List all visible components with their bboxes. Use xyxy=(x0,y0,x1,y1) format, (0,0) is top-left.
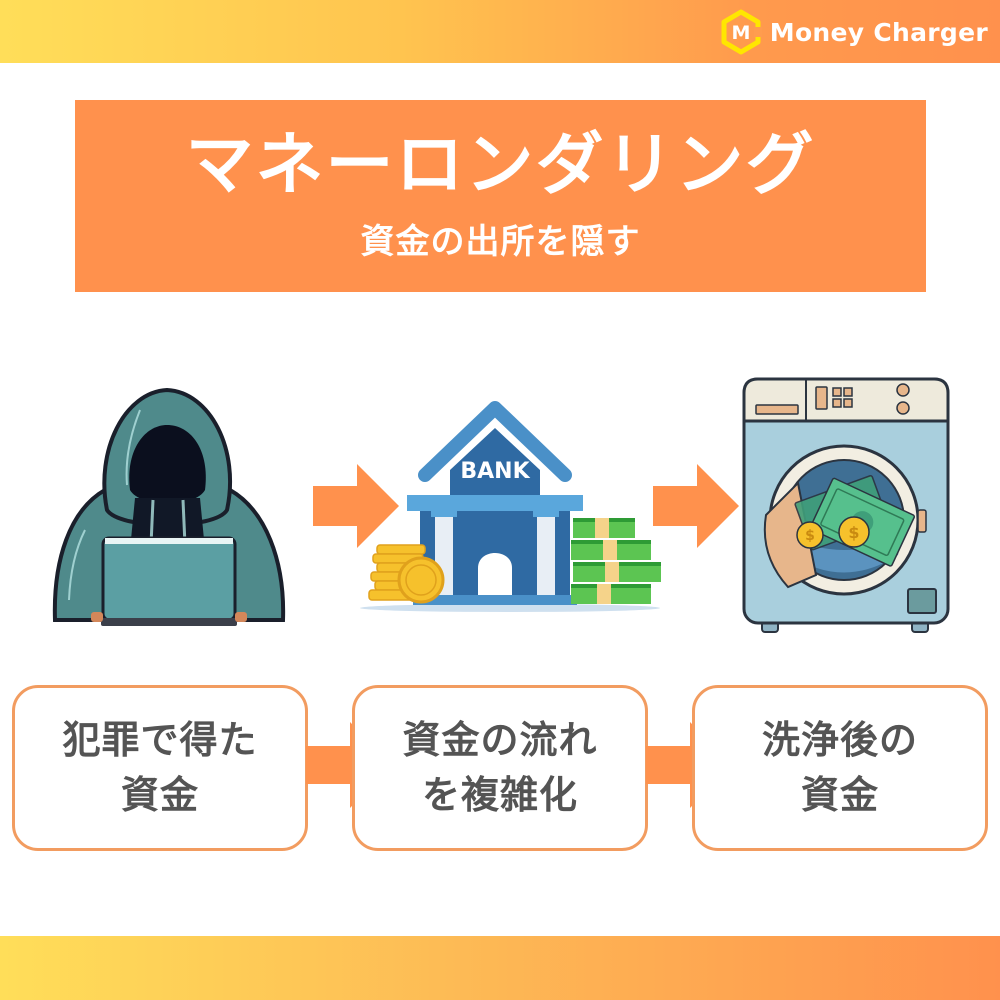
bank-icon: BANK xyxy=(355,400,665,615)
svg-text:$: $ xyxy=(848,523,859,542)
hexagon-m-logo-icon: M xyxy=(718,9,764,55)
brand-logo[interactable]: M Money Charger xyxy=(718,9,988,55)
footer-bar xyxy=(0,936,1000,1000)
svg-text:BANK: BANK xyxy=(460,459,530,484)
arrow-right-icon xyxy=(653,464,739,548)
step-text: 犯罪で得た xyxy=(62,717,258,762)
step-box-criminal-funds: 犯罪で得た 資金 xyxy=(12,685,308,851)
step-box-complicate-flow: 資金の流れ を複雑化 xyxy=(352,685,648,851)
washing-machine-icon: $ $ xyxy=(740,375,952,637)
header-bar: M Money Charger xyxy=(0,0,1000,63)
page-title: マネーロンダリング xyxy=(185,126,816,206)
arrow-right-icon xyxy=(313,464,399,548)
svg-text:M: M xyxy=(731,22,750,44)
page-subtitle: 資金の出所を隠す xyxy=(360,221,641,262)
step-text: 資金 xyxy=(800,773,879,817)
step-text: 資金の流れ xyxy=(402,717,598,762)
step-box-laundered-funds: 洗浄後の 資金 xyxy=(692,685,988,851)
step-text: を複雑化 xyxy=(421,773,578,817)
hacker-icon xyxy=(45,380,290,630)
step-text: 洗浄後の xyxy=(761,717,918,762)
svg-text:$: $ xyxy=(805,528,815,544)
step-text: 資金 xyxy=(120,773,199,817)
title-banner: マネーロンダリング 資金の出所を隠す xyxy=(75,100,926,292)
brand-name: Money Charger xyxy=(769,17,988,47)
